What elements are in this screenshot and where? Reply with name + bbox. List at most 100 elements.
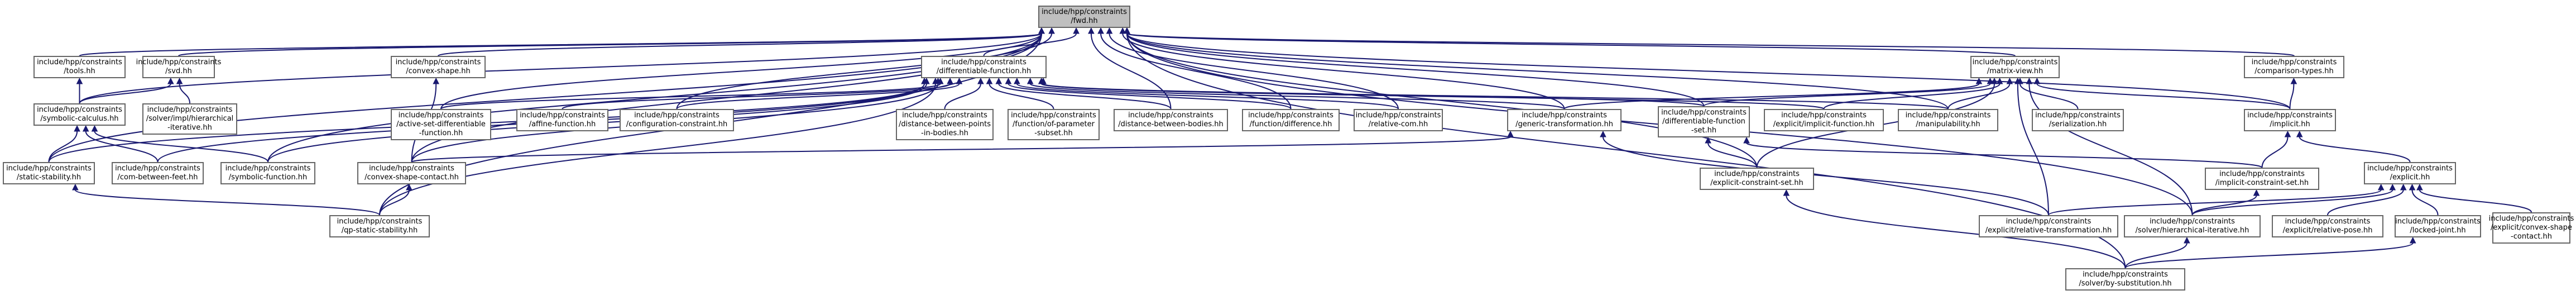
- arrowhead-qp_static_stability-to-fwd: [1038, 27, 1045, 34]
- arrowhead-function_of_parameter-to-differentiable_function: [986, 77, 993, 84]
- arrowhead-implicit-to-comparison_types: [2290, 77, 2297, 84]
- node-explicit[interactable]: include/hpp/constraints /explicit.hh: [2364, 162, 2456, 184]
- node-distance-between-points-in-bodies[interactable]: include/hpp/constraints /distance-betwee…: [896, 109, 994, 140]
- node-generic-transformation[interactable]: include/hpp/constraints /generic-transfo…: [1507, 109, 1622, 131]
- edge-relative_com-to-differentiable_function: [1016, 83, 1399, 110]
- node-explicit-relative-pose[interactable]: include/hpp/constraints /explicit/relati…: [2272, 215, 2383, 237]
- node-fwd: include/hpp/constraints /fwd.hh: [1038, 6, 1130, 28]
- arrowhead-function_difference-to-differentiable_function: [1005, 77, 1012, 84]
- arrowhead-explicit_relative_transformation-to-explicit: [2377, 183, 2385, 191]
- node-comparison-types[interactable]: include/hpp/constraints /comparison-type…: [2244, 56, 2344, 78]
- node-matrix-view[interactable]: include/hpp/constraints /matrix-view.hh: [1970, 56, 2060, 78]
- edge-affine_function-to-differentiable_function: [562, 83, 951, 110]
- arrowhead-explicit_relative_transformation-to-matrix_view: [2014, 77, 2021, 84]
- edge-distance_between_bodies-to-fwd: [1090, 33, 1172, 110]
- node-relative-com[interactable]: include/hpp/constraints /relative-com.hh: [1354, 109, 1443, 131]
- node-com-between-feet[interactable]: include/hpp/constraints /com-between-fee…: [112, 162, 204, 184]
- edge-generic_transformation-to-fwd: [1122, 33, 1565, 110]
- node-serialization[interactable]: include/hpp/constraints /serialization.h…: [2032, 109, 2124, 131]
- node-differentiable-function[interactable]: include/hpp/constraints /differentiable-…: [921, 56, 1047, 78]
- edge-explicit_relative_transformation-to-explicit: [2048, 189, 2382, 216]
- node-solver-hierarchical-iterative[interactable]: include/hpp/constraints /solver/hierarch…: [2124, 215, 2261, 237]
- edge-solver_hierarchical-to-explicit: [2191, 189, 2393, 216]
- node-svd[interactable]: include/hpp/constraints /svd.hh: [136, 56, 221, 78]
- node-locked-joint[interactable]: include/hpp/constraints /locked-joint.hh: [2395, 215, 2481, 237]
- node-configuration-constraint[interactable]: include/hpp/constraints /configuration-c…: [620, 109, 734, 131]
- edge-generic_transformation-to-differentiable_function: [1029, 83, 1565, 110]
- arrowhead-convex_shape_contact-to-generic_transformation: [1507, 130, 1514, 137]
- arrowhead-generic_transformation-to-matrix_view: [1975, 77, 1983, 84]
- edge-convex_shape-to-fwd: [438, 33, 1042, 56]
- node-qp-static-stability[interactable]: include/hpp/constraints /qp-static-stabi…: [329, 215, 430, 237]
- arrowhead-generic_transformation-to-differentiable_function: [1026, 77, 1034, 84]
- arrowhead-explicit_constraint_set-to-matrix_view: [1991, 77, 1998, 84]
- arrowhead-solver_by_substitution-to-explicit_constraint_set: [1783, 189, 1790, 196]
- arrowhead-implicit_constraint_set-to-implicit: [2284, 130, 2291, 137]
- edge-symbolic_function-to-symbolic_calculus: [94, 131, 268, 163]
- node-differentiable-function-set[interactable]: include/hpp/constraints /differentiable-…: [1658, 106, 1750, 137]
- node-distance-between-bodies[interactable]: include/hpp/constraints /distance-betwee…: [1114, 109, 1228, 131]
- arrowhead-symbolic_calculus-to-tools: [76, 77, 83, 84]
- edge-explicit_constraint_set-to-differentiable_function_set: [1707, 142, 1758, 168]
- node-active-set-differentiable-function[interactable]: include/hpp/constraints /active-set-diff…: [391, 109, 491, 140]
- arrowhead-solver_by_substitution-to-locked_joint: [2409, 236, 2416, 244]
- edge-function_difference-to-differentiable_function: [1008, 83, 1292, 110]
- arrowhead-symbolic_calculus-to-svd: [167, 77, 174, 84]
- node-convex-shape[interactable]: include/hpp/constraints /convex-shape.hh: [391, 56, 486, 78]
- arrowhead-solver_impl_hierarchical-to-svd: [176, 77, 183, 84]
- edge-implicit_constraint_set-to-differentiable_function_set: [1746, 142, 2263, 168]
- node-implicit-constraint-set[interactable]: include/hpp/constraints /implicit-constr…: [2205, 168, 2319, 190]
- node-manipulability[interactable]: include/hpp/constraints /manipulability.…: [1898, 109, 1998, 131]
- node-explicit-relative-transformation[interactable]: include/hpp/constraints /explicit/relati…: [1979, 215, 2118, 237]
- arrowhead-relative_com-to-fwd: [1106, 27, 1113, 34]
- edge-qp_static_stability-to-convex_shape_contact: [379, 189, 410, 216]
- arrowhead-solver_hierarchical-to-matrix_view: [2026, 77, 2033, 84]
- arrowhead-solver_by_substitution-to-solver_hierarchical: [2184, 236, 2190, 244]
- node-static-stability[interactable]: include/hpp/constraints /static-stabilit…: [3, 162, 95, 184]
- node-function-of-parameter-subset[interactable]: include/hpp/constraints /function/of-par…: [1008, 109, 1100, 140]
- node-solver-by-substitution[interactable]: include/hpp/constraints /solver/by-subst…: [2065, 268, 2185, 291]
- arrowhead-explicit-to-implicit: [2296, 130, 2303, 137]
- edge-convex_shape_contact-to-generic_transformation: [411, 136, 1511, 163]
- node-symbolic-calculus[interactable]: include/hpp/constraints /symbolic-calcul…: [33, 103, 126, 126]
- arrowhead-configuration_constraint-to-differentiable_function: [956, 77, 963, 84]
- edge-explicit_implicit_function-to-matrix_view: [1823, 83, 2001, 110]
- arrowhead-com_between_feet-to-symbolic_calculus: [82, 125, 89, 132]
- edge-explicit_convex_shape_contact-to-explicit: [2419, 189, 2532, 213]
- node-convex-shape-contact[interactable]: include/hpp/constraints /convex-shape-co…: [357, 162, 466, 184]
- arrowhead-affine_function-to-differentiable_function: [947, 77, 953, 84]
- edge-distance_between_bodies-to-differentiable_function: [998, 83, 1172, 110]
- node-implicit[interactable]: include/hpp/constraints /implicit.hh: [2244, 109, 2336, 131]
- arrowhead-convex_shape_contact-to-convex_shape: [433, 77, 440, 84]
- arrowhead-solver_hierarchical-to-implicit_constraint_set: [2253, 189, 2260, 196]
- edge-solver_by_substitution-to-locked_joint: [2124, 242, 2414, 269]
- node-symbolic-function[interactable]: include/hpp/constraints /symbolic-functi…: [220, 162, 315, 184]
- edge-function_of_parameter-to-differentiable_function: [989, 83, 1054, 110]
- edge-differentiable_function_set-to-fwd: [1126, 33, 1705, 107]
- edge-explicit_relative_transformation-to-generic_transformation: [1602, 136, 2049, 216]
- node-function-difference[interactable]: include/hpp/constraints /function/differ…: [1242, 109, 1340, 131]
- node-affine-function[interactable]: include/hpp/constraints /affine-function…: [516, 109, 608, 131]
- arrowhead-manipulability-to-matrix_view: [2006, 77, 2013, 84]
- edge-implicit-to-comparison_types: [2289, 83, 2295, 110]
- node-explicit-convex-shape-contact[interactable]: include/hpp/constraints /explicit/convex…: [2489, 212, 2574, 244]
- node-solver-impl-hierarchical-iterative[interactable]: include/hpp/constraints /solver/impl/hie…: [142, 103, 237, 135]
- edge-configuration_constraint-to-differentiable_function: [676, 83, 960, 110]
- edge-implicit-to-fwd: [1126, 33, 2291, 110]
- edge-symbolic_calculus-to-svd: [79, 83, 171, 104]
- edge-implicit_constraint_set-to-implicit: [2261, 136, 2289, 168]
- arrowhead-explicit_constraint_set-to-differentiable_function_set: [1705, 136, 1711, 144]
- arrowhead-explicit_relative_transformation-to-generic_transformation: [1600, 130, 1606, 137]
- arrowhead-solver_hierarchical-to-explicit: [2389, 183, 2396, 191]
- arrowhead-differentiable_function_set-to-matrix_view: [1987, 77, 1994, 84]
- arrowhead-distance_between_points-to-differentiable_function: [977, 77, 984, 84]
- edge-solver_by_substitution-to-explicit_constraint_set: [1786, 195, 2126, 269]
- node-explicit-implicit-function[interactable]: include/hpp/constraints /explicit/implic…: [1764, 109, 1884, 131]
- arrowhead-differentiable_function-to-fwd: [1073, 27, 1080, 34]
- edge-active_set-to-differentiable_function: [440, 83, 941, 110]
- node-tools[interactable]: include/hpp/constraints /tools.hh: [33, 56, 126, 78]
- arrowhead-solver_by_substitution-to-fwd: [1124, 27, 1130, 34]
- arrowhead-generic_transformation-to-fwd: [1119, 27, 1126, 34]
- node-explicit-constraint-set[interactable]: include/hpp/constraints /explicit-constr…: [1700, 168, 1814, 190]
- edge-differentiable_function_set-to-matrix_view: [1703, 83, 1991, 107]
